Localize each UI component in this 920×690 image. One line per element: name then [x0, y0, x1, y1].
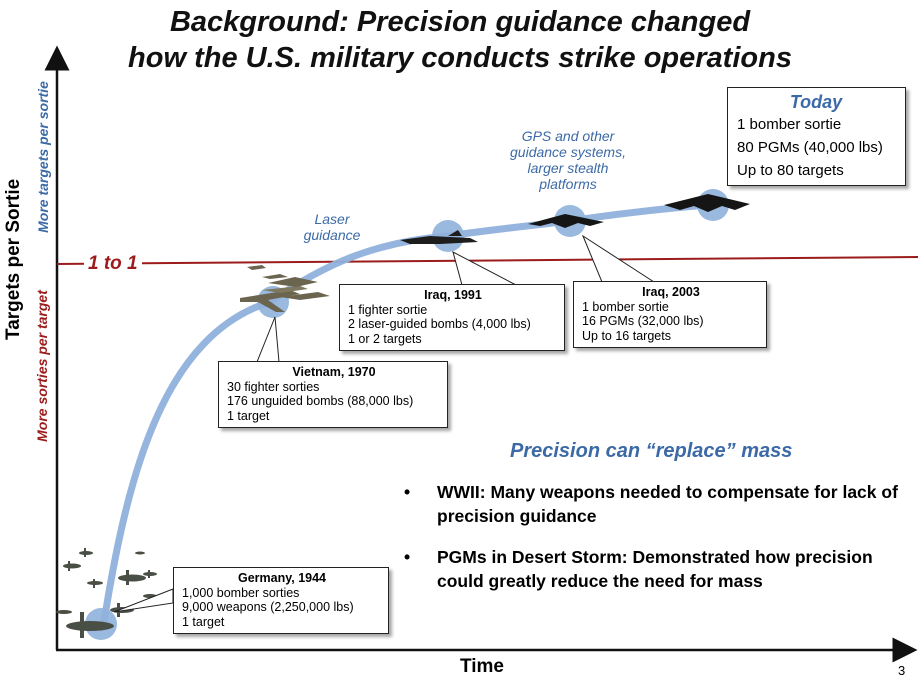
- bullet-text: WWII: Many weapons needed to compensate …: [437, 482, 898, 526]
- bullet-list: • WWII: Many weapons needed to compensat…: [404, 480, 904, 610]
- callout-line: 1 bomber sortie: [582, 299, 669, 314]
- laser-guidance-line-1: Laser: [314, 211, 350, 227]
- today-callout: Today 1 bomber sortie 80 PGMs (40,000 lb…: [727, 87, 906, 186]
- gps-guidance-line-4: platforms: [539, 176, 597, 192]
- callout-title: Iraq, 2003: [642, 285, 700, 299]
- y-axis-up-label: More targets per sortie: [35, 81, 51, 233]
- y-axis-title: Targets per Sortie: [3, 178, 24, 340]
- callout-line: 1 or 2 targets: [348, 331, 422, 346]
- callout-title: Iraq, 1991: [424, 288, 482, 302]
- germany-callout-pointer: [113, 588, 174, 613]
- bullet-marker: •: [404, 482, 411, 502]
- callout-line: 1 bomber sortie: [737, 116, 842, 133]
- callout-line: 80 PGMs (40,000 lbs): [737, 139, 883, 156]
- bullet-item: • WWII: Many weapons needed to compensat…: [404, 480, 904, 528]
- vietnam-fighters-icon: [240, 265, 330, 312]
- slide-title: Background: Precision guidance changed h…: [0, 4, 920, 76]
- gps-guidance-line-3: larger stealth: [527, 160, 609, 176]
- bullet-text: PGMs in Desert Storm: Demonstrated how p…: [437, 547, 873, 591]
- callout-line: 2 laser-guided bombs (4,000 lbs): [348, 317, 531, 331]
- callout-title: Vietnam, 1970: [292, 365, 376, 379]
- b2-bomber-icon: [528, 194, 750, 228]
- bullet-marker: •: [404, 547, 411, 567]
- callout-title: Germany, 1944: [237, 571, 327, 585]
- callout-line: 1 fighter sortie: [348, 302, 428, 317]
- vietnam-callout-pointer: [256, 316, 280, 363]
- one-to-one-line: [56, 256, 919, 265]
- callout-line: 176 unguided bombs (88,000 lbs): [227, 394, 414, 408]
- laser-guidance-line-2: guidance: [303, 227, 361, 243]
- bullet-item: • PGMs in Desert Storm: Demonstrated how…: [404, 545, 904, 593]
- slide-title-line-1: Background: Precision guidance changed: [169, 6, 751, 38]
- callout-line: 1,000 bomber sorties: [182, 585, 300, 600]
- page-number: 3: [898, 663, 906, 678]
- capability-curve: [100, 200, 719, 626]
- iraq-1991-callout: Iraq, 1991 1 fighter sortie 2 laser-guid…: [339, 284, 565, 351]
- gps-guidance-line-1: GPS and other: [521, 128, 615, 144]
- callout-line: Up to 16 targets: [582, 328, 671, 343]
- f117-stealth-fighter-icon: [400, 230, 478, 244]
- gps-guidance-line-2: guidance systems,: [510, 144, 626, 160]
- iraq1991-callout-pointer: [452, 251, 517, 286]
- laser-guidance-label: Laser guidance: [292, 211, 372, 243]
- callout-line: Up to 80 targets: [737, 162, 844, 179]
- callout-line: 9,000 weapons (2,250,000 lbs): [182, 600, 354, 614]
- germany-1944-callout: Germany, 1944 1,000 bomber sorties 9,000…: [173, 567, 389, 634]
- gps-guidance-label: GPS and other guidance systems, larger s…: [498, 128, 638, 192]
- iraq-2003-callout: Iraq, 2003 1 bomber sortie 16 PGMs (32,0…: [573, 281, 767, 348]
- section-heading: Precision can “replace” mass: [510, 440, 793, 462]
- slide-title-line-2: how the U.S. military conducts strike op…: [128, 42, 792, 74]
- one-to-one-label: 1 to 1: [84, 253, 142, 275]
- y-axis-down-label: More sorties per target: [34, 290, 50, 442]
- callout-line: 1 target: [227, 408, 270, 423]
- callout-line: 16 PGMs (32,000 lbs): [582, 314, 704, 328]
- callout-line: 1 target: [182, 614, 225, 629]
- vietnam-1970-callout: Vietnam, 1970 30 fighter sorties 176 ung…: [218, 361, 448, 428]
- callout-title: Today: [789, 92, 843, 112]
- x-axis-title: Time: [459, 656, 504, 677]
- callout-line: 30 fighter sorties: [227, 379, 320, 394]
